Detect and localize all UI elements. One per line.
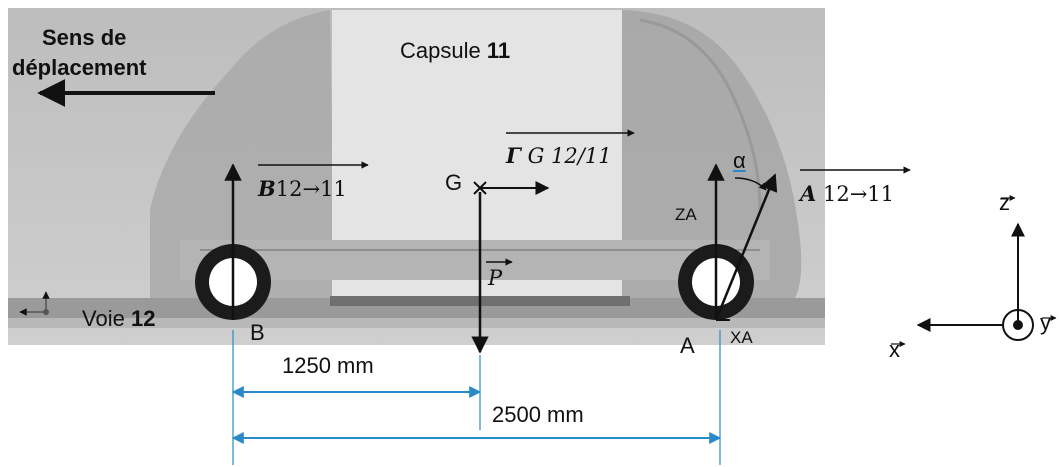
axis-y-label: y <box>1040 310 1051 335</box>
alpha-arc <box>734 177 767 191</box>
force-b-label: B12→11 <box>258 176 347 201</box>
axis-x-label: x <box>889 337 900 362</box>
za-label: ZA <box>675 205 697 224</box>
xa-label: XA <box>730 328 753 347</box>
voie-name: Voie <box>82 306 125 331</box>
acceleration-symbol: Γ <box>506 143 521 168</box>
capsule-right-shell <box>622 10 802 305</box>
dimension-1250-label: 1250 mm <box>282 353 374 378</box>
point-a-label: A <box>680 333 695 358</box>
track-base <box>8 318 825 328</box>
capsule-underbody <box>180 240 770 280</box>
frame-y-circle <box>1002 309 1034 341</box>
frame-y-dot <box>1013 320 1023 330</box>
capsule-label: Capsule 11 <box>400 38 510 64</box>
voie-label: Voie 12 <box>82 306 155 332</box>
force-a-index: 12→11 <box>822 182 895 206</box>
axis-z-label: z <box>999 190 1010 215</box>
alpha-label: α <box>733 148 746 173</box>
point-g-label: G <box>445 170 463 195</box>
weight-label: P <box>488 266 503 290</box>
capsule-name: Capsule <box>400 38 481 63</box>
force-a-resultant-arrow <box>714 173 778 321</box>
capsule-photo <box>8 8 825 345</box>
force-a-label: A 12→11 <box>800 181 894 206</box>
force-b-symbol: B <box>258 176 276 201</box>
capsule-left-shell <box>150 10 335 300</box>
point-b-label: B <box>250 320 265 345</box>
direction-line1: Sens de <box>42 25 127 50</box>
voie-number: 12 <box>130 306 156 331</box>
dimension-2500-label: 2500 mm <box>492 402 584 427</box>
capsule-number: 11 <box>486 38 511 63</box>
acceleration-index: G 12/11 <box>527 144 612 168</box>
capsule-edge-line <box>639 18 762 211</box>
force-b-index: 12→11 <box>275 177 347 201</box>
direction-line2: déplacement <box>12 55 147 80</box>
force-a-symbol: A <box>800 181 817 206</box>
acceleration-label: Γ G 12/11 <box>506 143 612 168</box>
mini-frame-origin <box>43 309 49 315</box>
g-marker-b <box>473 181 487 195</box>
